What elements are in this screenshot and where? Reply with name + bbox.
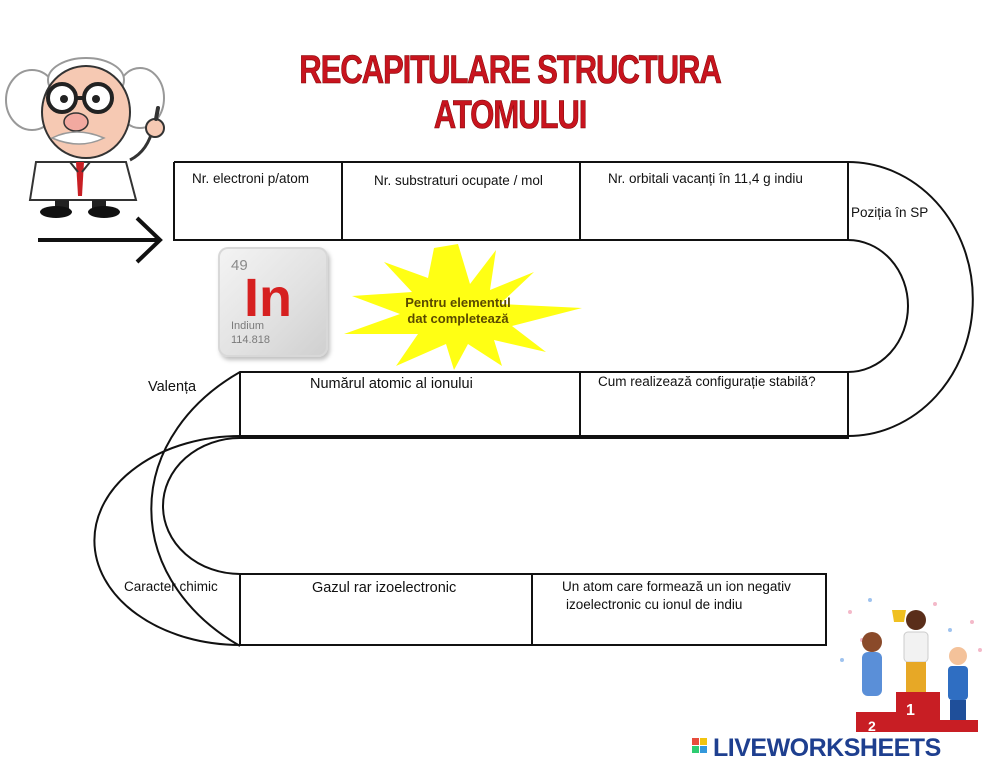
podium-first: 1: [906, 702, 915, 719]
cell-electrons[interactable]: Nr. electroni p/atom: [192, 171, 310, 186]
cell-negative-ion[interactable]: Un atom care formează un ion negativ izo…: [562, 578, 791, 614]
negative-ion-line-1: Un atom care formează un ion negativ: [562, 579, 791, 594]
cell-valence[interactable]: Valența: [148, 379, 197, 395]
element-tile: 49 In Indium 114.818: [218, 247, 328, 357]
professor-mascot: [5, 57, 165, 218]
game-board-path: [93, 161, 974, 647]
podium-third: 3: [952, 738, 959, 752]
logo-spacer: [690, 736, 710, 758]
atomic-mass: 114.818: [231, 334, 270, 346]
start-arrow-icon: [38, 216, 163, 264]
instruction-line-1: Pentru elementul: [405, 295, 511, 310]
instruction-line-2: dat completează: [407, 311, 509, 326]
cell-noble-gas[interactable]: Gazul rar izoelectronic: [312, 580, 457, 596]
instruction-text: Pentru elementul dat completează: [388, 295, 528, 327]
negative-ion-line-2: izoelectronic cu ionul de indiu: [566, 597, 743, 612]
liveworksheets-logo-icon: [692, 738, 707, 753]
cell-stable-config[interactable]: Cum realizează configurație stabilă?: [598, 374, 816, 389]
element-symbol: In: [244, 268, 292, 328]
cell-chemical-character[interactable]: Caracter chimic: [124, 579, 218, 594]
logo-text: LIVEWORKSHEETS: [713, 734, 941, 762]
worksheet-title: RECAPITULARE STRUCTURA ATOMULUI: [299, 48, 722, 138]
podium-second: 2: [868, 718, 876, 734]
element-name: Indium: [231, 320, 265, 332]
cell-position[interactable]: Poziția în SP: [851, 205, 929, 220]
liveworksheets-logo[interactable]: LIVEWORKSHEETS: [690, 734, 941, 763]
instruction-burst: [344, 244, 582, 370]
cell-orbitals[interactable]: Nr. orbitali vacanți în 11,4 g indiu: [608, 171, 803, 186]
cell-sublevels[interactable]: Nr. substraturi ocupate / mol: [374, 173, 543, 188]
atomic-number: 49: [231, 257, 248, 274]
winners-podium: [840, 598, 982, 732]
cell-ion-atomic-number[interactable]: Numărul atomic al ionului: [310, 376, 473, 392]
